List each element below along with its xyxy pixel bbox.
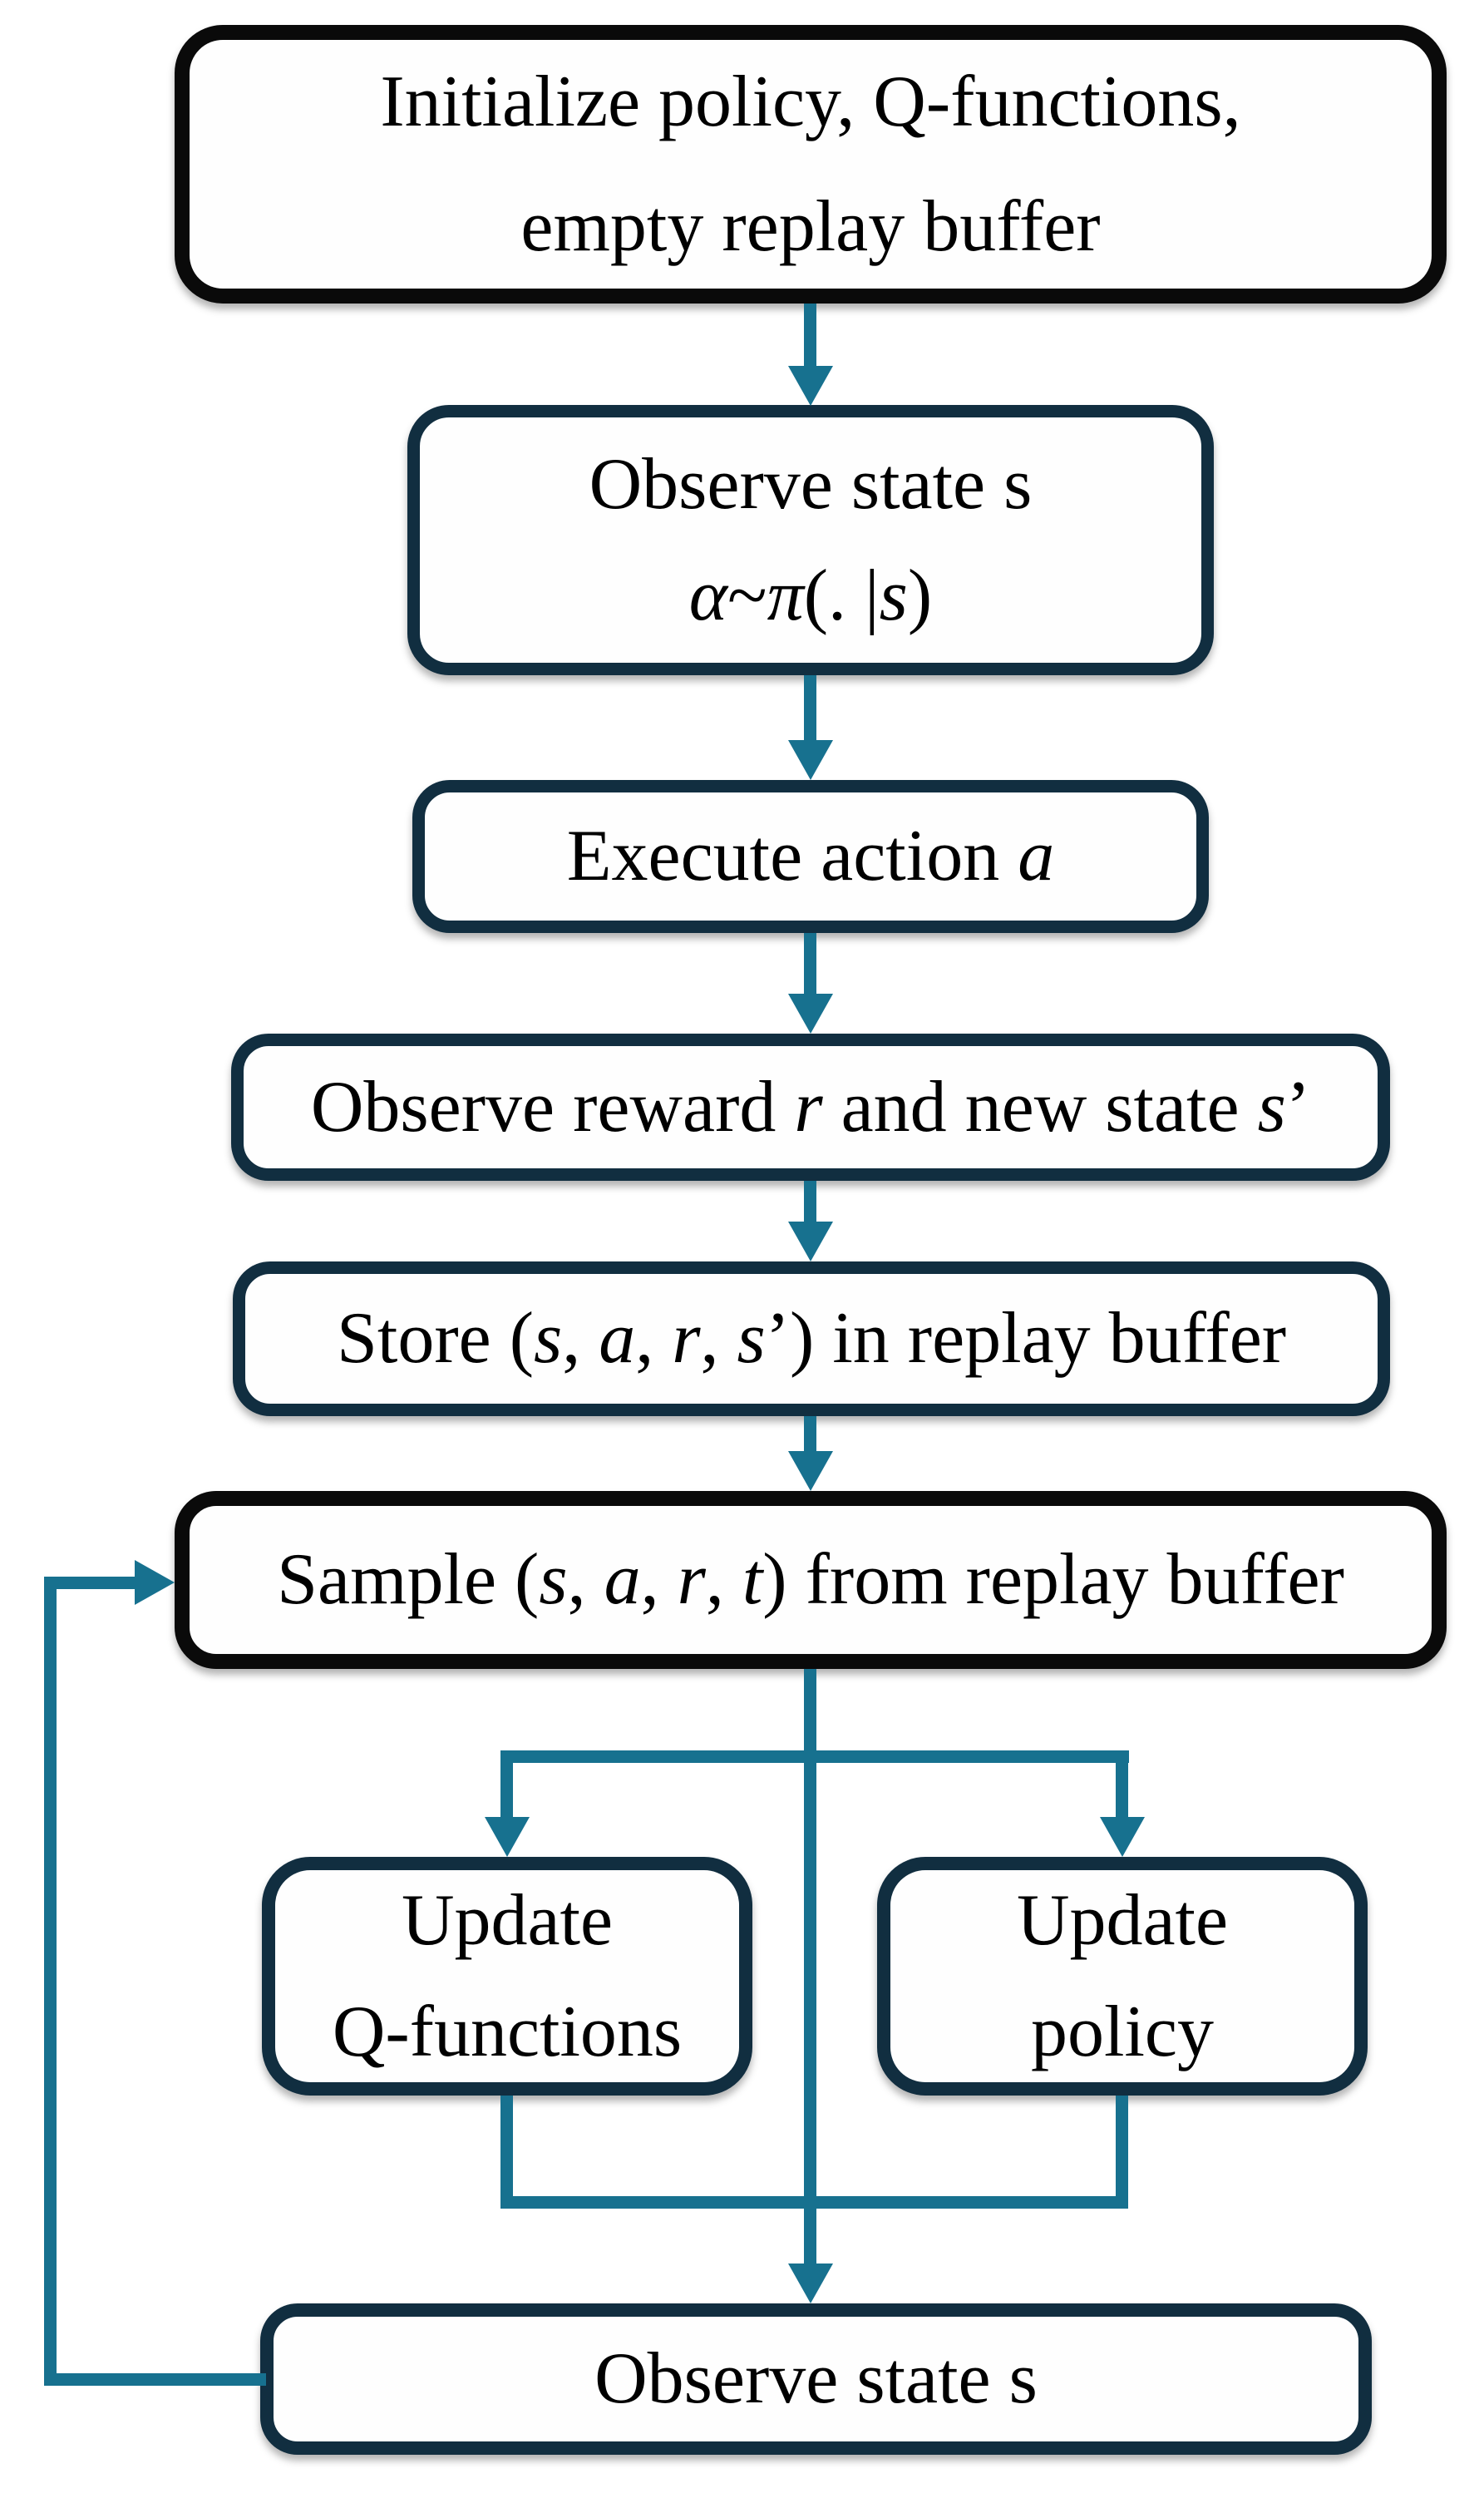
node-text-line: Observe state s: [589, 429, 1033, 541]
arrow-sample-to-observe2-line: [804, 1669, 816, 2265]
label-text: ’: [1285, 1066, 1311, 1148]
node-text-line: Update: [1017, 1865, 1228, 1977]
arrow-execute-to-reward-head-icon: [788, 994, 833, 1034]
label-text: Store (: [336, 1298, 534, 1380]
math-symbol: α: [688, 555, 727, 636]
label-text: ~: [727, 555, 767, 636]
label-text: Observe state s: [589, 443, 1033, 525]
math-symbol: s: [879, 555, 908, 636]
label-text: ,: [705, 1539, 742, 1621]
node-store-transition: Store (s, a, r, s’) in replay buffer: [233, 1261, 1390, 1416]
math-symbol: a: [599, 1298, 636, 1380]
node-observe-state-2: Observe state s: [260, 2303, 1372, 2455]
loop-top-horizontal-line: [44, 1577, 136, 1589]
label-text: ): [907, 555, 933, 636]
label-text: Q-functions: [332, 1991, 683, 2072]
label-text: Update: [401, 1879, 614, 1961]
arrow-sample-to-observe2-head-icon: [788, 2264, 833, 2303]
label-text: ’) in replay buffer: [765, 1298, 1287, 1380]
label-text: Observe reward: [310, 1066, 795, 1148]
arrow-observe-to-execute-head-icon: [788, 740, 833, 780]
label-text: policy: [1031, 1991, 1214, 2072]
branch-horizontal-line: [500, 1750, 1129, 1763]
arrow-initialize-to-observe-head-icon: [788, 366, 833, 406]
arrow-store-to-sample-head-icon: [788, 1451, 833, 1491]
branch-left-head-icon: [485, 1817, 530, 1857]
node-observe-state-1: Observe state s α~π(. |s): [407, 405, 1214, 675]
math-symbol: π: [767, 555, 804, 636]
math-symbol: s: [1257, 1066, 1286, 1148]
math-symbol: s: [534, 1298, 563, 1380]
label-text: empty replay buffer: [520, 185, 1101, 267]
label-text: ,: [562, 1298, 599, 1380]
node-text-line: Execute action a: [567, 801, 1054, 912]
node-text-line: Update: [402, 1865, 613, 1977]
label-text: Sample (: [277, 1539, 540, 1621]
node-execute-action: Execute action a: [412, 780, 1209, 933]
node-text-line: Initialize policy, Q-functions,: [380, 40, 1240, 165]
label-text: ,: [567, 1539, 604, 1621]
label-text: (. |: [803, 555, 880, 636]
math-symbol: s: [539, 1539, 568, 1621]
label-text: ,: [700, 1298, 737, 1380]
math-symbol: s: [737, 1298, 766, 1380]
arrow-reward-to-store-line: [804, 1181, 816, 1223]
merge-right-stub-line: [1116, 2096, 1128, 2209]
node-text-line: policy: [1031, 1977, 1214, 2088]
loop-head-icon: [135, 1560, 175, 1605]
node-observe-reward: Observe reward r and new state s’: [231, 1034, 1390, 1181]
branch-right-head-icon: [1100, 1817, 1145, 1857]
math-symbol: t: [742, 1539, 763, 1621]
label-text: Execute action: [566, 816, 1018, 897]
node-sample-batch: Sample (s, a, r, t) from replay buffer: [175, 1491, 1447, 1669]
math-symbol: r: [672, 1298, 701, 1380]
branch-right-stub-line: [1116, 1756, 1128, 1819]
label-text: ,: [635, 1298, 673, 1380]
node-update-policy: Update policy: [877, 1857, 1368, 2096]
node-text-line: empty replay buffer: [520, 165, 1100, 289]
node-text-line: Observe reward r and new state s’: [311, 1052, 1310, 1163]
arrow-initialize-to-observe-line: [804, 304, 816, 368]
label-text: Initialize policy, Q-functions,: [380, 61, 1241, 142]
loop-bottom-horizontal-line: [44, 2373, 266, 2386]
node-text-line: Observe state s: [594, 2323, 1038, 2435]
loop-left-vertical-line: [44, 1577, 57, 2386]
math-symbol: r: [794, 1066, 823, 1148]
branch-left-stub-line: [500, 1756, 513, 1819]
arrow-execute-to-reward-line: [804, 933, 816, 995]
node-initialize: Initialize policy, Q-functions, empty rep…: [175, 25, 1447, 304]
label-text: Observe state s: [594, 2338, 1038, 2420]
label-text: ,: [640, 1539, 678, 1621]
label-text: Update: [1016, 1879, 1229, 1961]
merge-horizontal-line: [500, 2196, 1128, 2209]
math-symbol: a: [1018, 816, 1055, 897]
label-text: and new state: [822, 1066, 1258, 1148]
math-symbol: a: [604, 1539, 641, 1621]
node-text-line: Sample (s, a, r, t) from replay buffer: [277, 1524, 1344, 1636]
merge-left-stub-line: [500, 2096, 513, 2209]
arrow-store-to-sample-line: [804, 1416, 816, 1453]
node-text-line: Q-functions: [333, 1977, 682, 2088]
math-symbol: r: [677, 1539, 706, 1621]
node-text-line: α~π(. |s): [689, 541, 932, 652]
arrow-observe-to-execute-line: [804, 675, 816, 742]
arrow-reward-to-store-head-icon: [788, 1222, 833, 1261]
label-text: ) from replay buffer: [762, 1539, 1344, 1621]
node-text-line: Store (s, a, r, s’) in replay buffer: [337, 1283, 1286, 1395]
